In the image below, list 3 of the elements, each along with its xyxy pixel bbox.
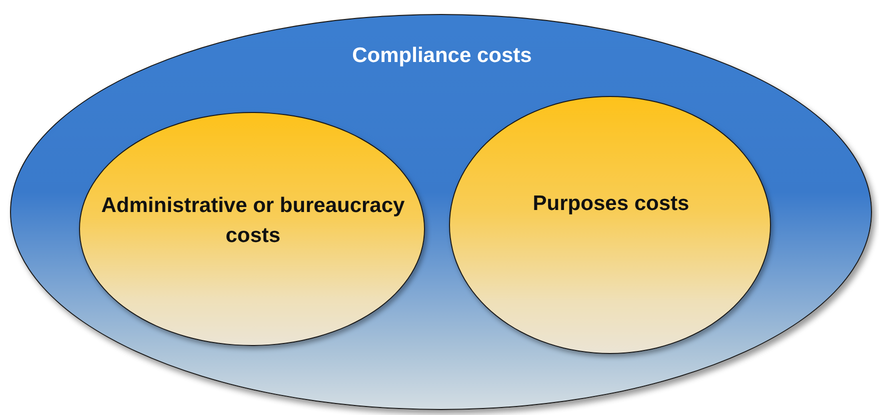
ellipse-label: Administrative or bureaucracy costs	[100, 193, 406, 249]
ellipse-label: Purposes costs	[532, 191, 690, 217]
ellipse-label: Compliance costs	[351, 43, 533, 69]
